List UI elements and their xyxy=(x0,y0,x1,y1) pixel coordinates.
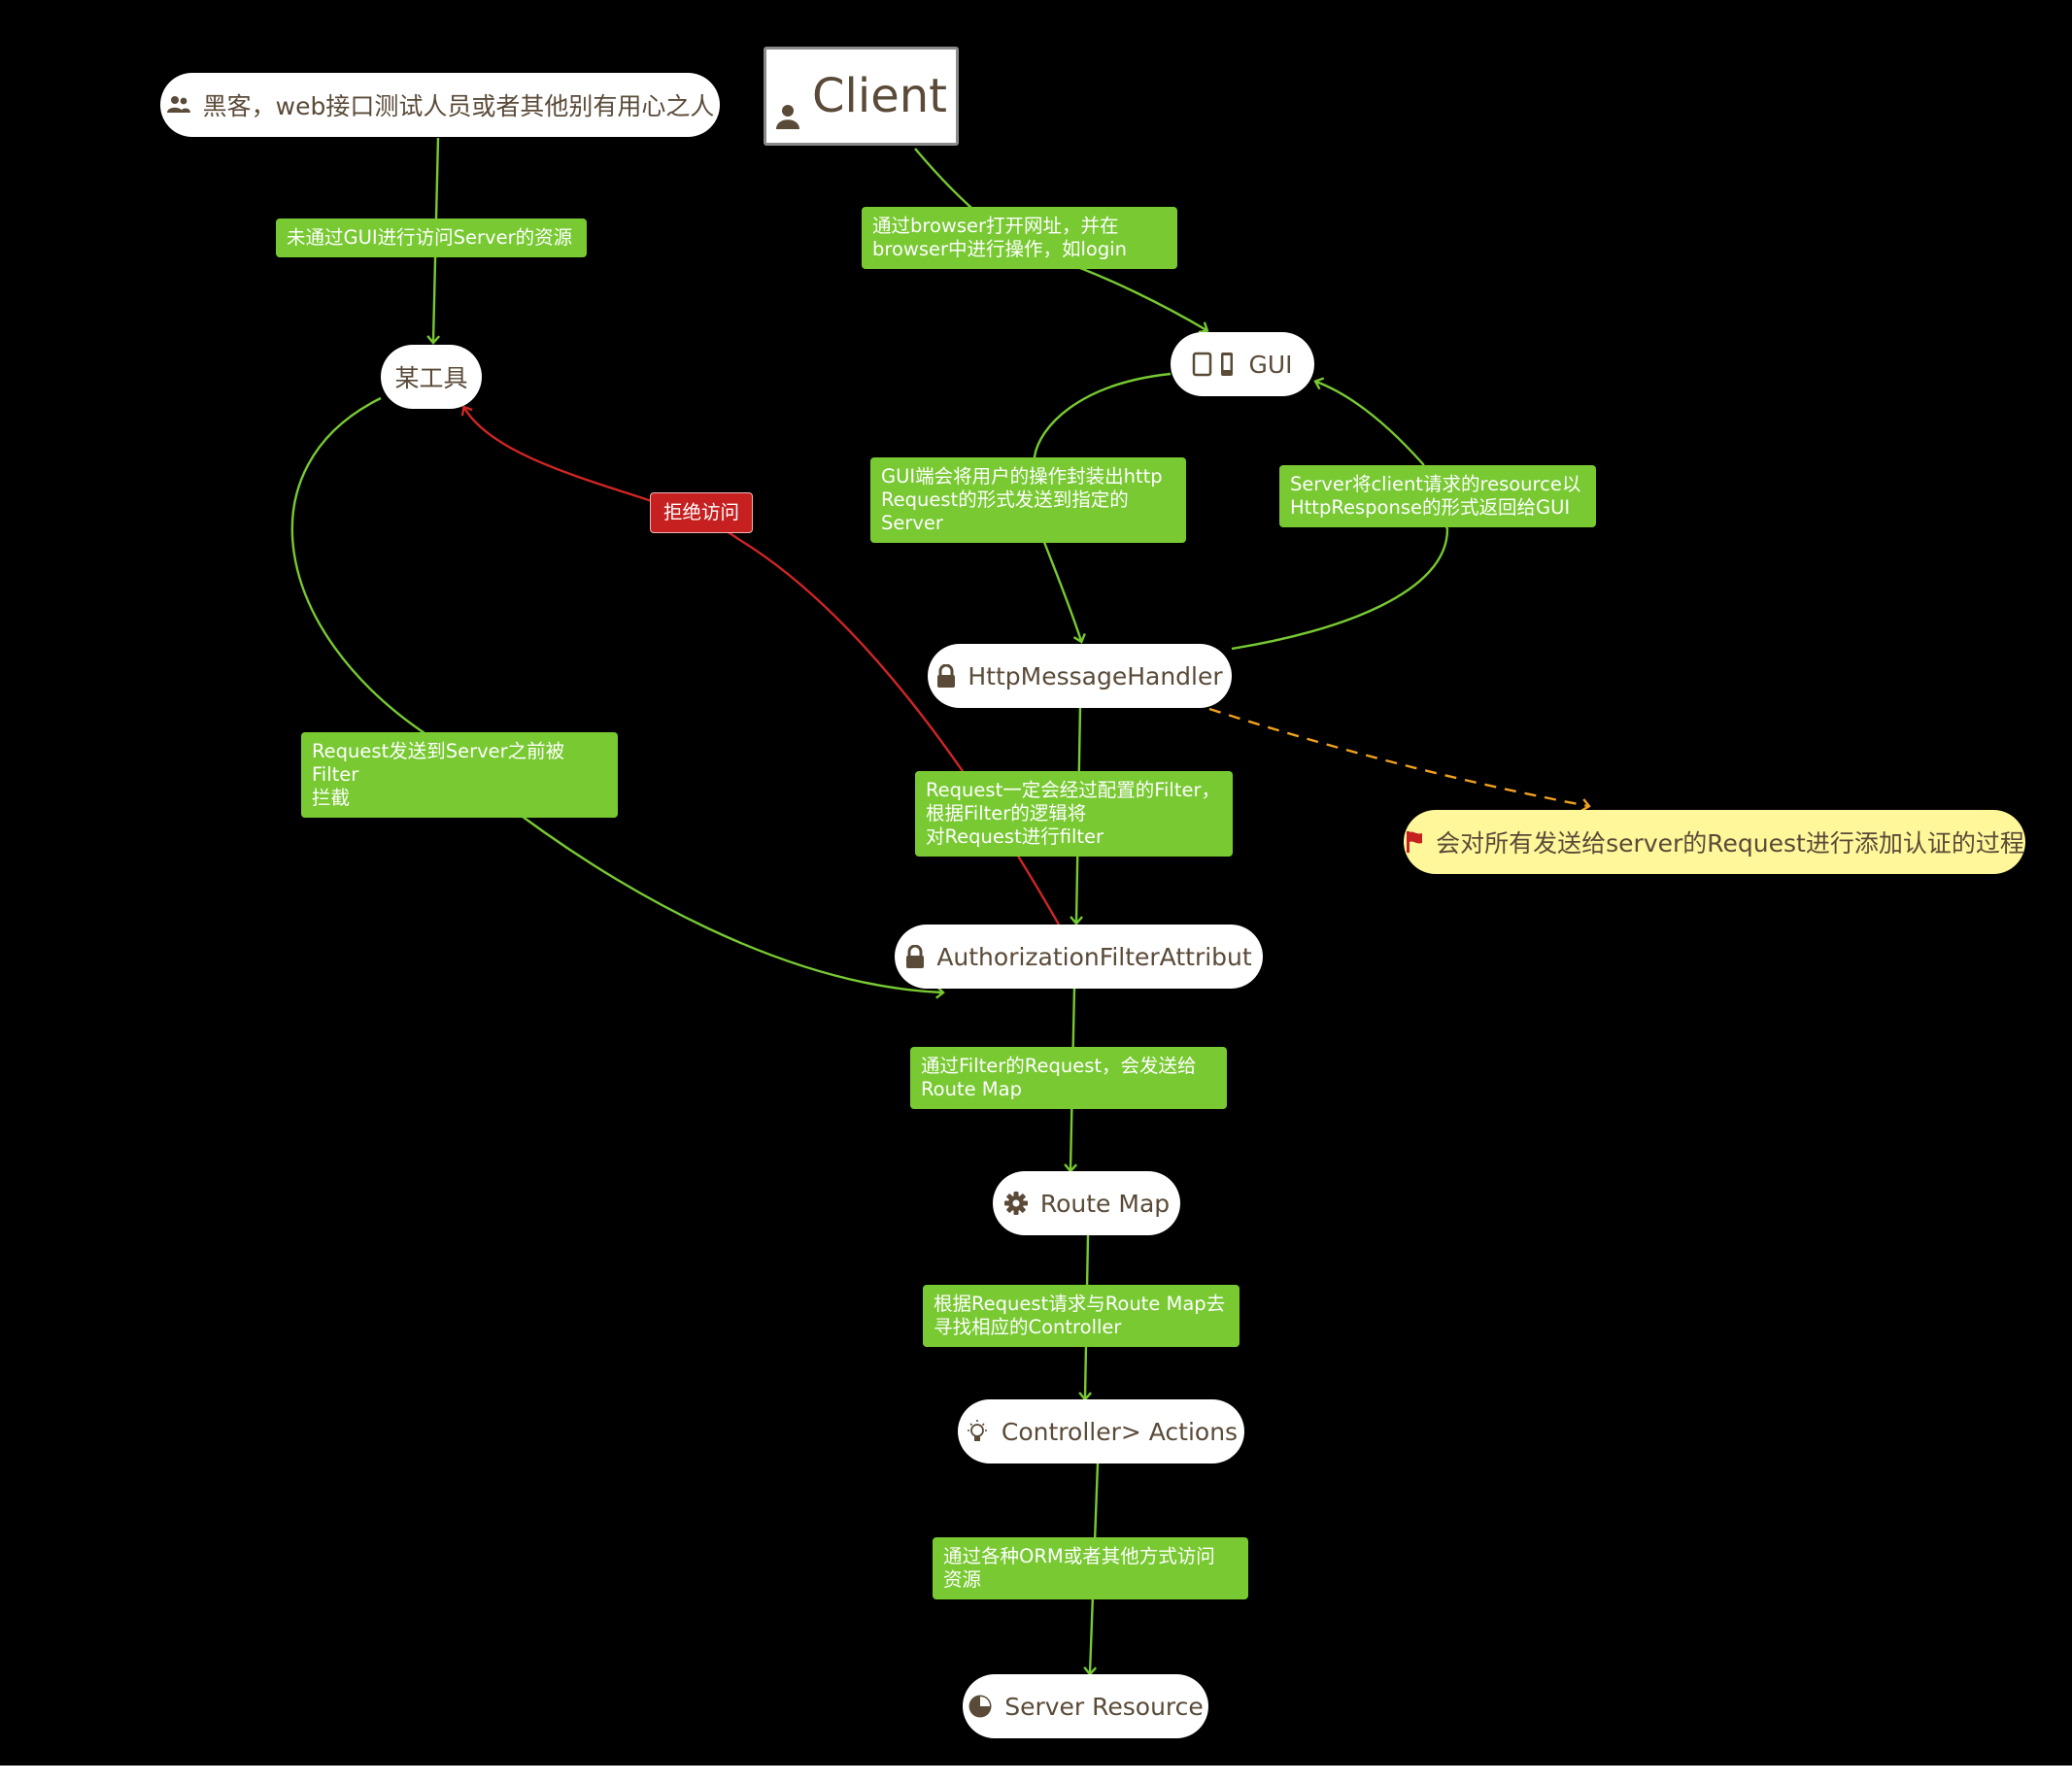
node-http-handler-label: HttpMessageHandler xyxy=(968,661,1223,690)
edge-tool-filter xyxy=(290,396,945,999)
node-note-label: 会对所有发送给server的Request进行添加认证的过程 xyxy=(1436,829,2024,858)
label-hacker-to-tool: 未通过GUI进行访问Server的资源 xyxy=(276,219,587,257)
label-filter-to-route: 通过Filter的Request，会发送给 Route Map xyxy=(910,1047,1227,1109)
node-note[interactable]: 会对所有发送给server的Request进行添加认证的过程 xyxy=(1404,810,2025,874)
edge-gui-handler xyxy=(1033,372,1172,644)
node-route-map[interactable]: Route Map xyxy=(993,1171,1180,1235)
label-handler-to-gui: Server将client请求的resource以 HttpResponse的形… xyxy=(1279,465,1596,527)
node-hacker[interactable]: 黑客，web接口测试人员或者其他别有用心之人 xyxy=(160,73,720,137)
node-server-resource[interactable]: Server Resource xyxy=(963,1674,1208,1738)
tablet-phone-icon xyxy=(1192,352,1237,377)
edge-handler-gui xyxy=(1231,377,1449,651)
node-route-map-label: Route Map xyxy=(1039,1189,1171,1218)
user-icon xyxy=(775,104,800,129)
label-handler-to-filter: Request一定会经过配置的Filter， 根据Filter的逻辑将 对Req… xyxy=(915,771,1233,857)
node-auth-filter[interactable]: AuthorizationFilterAttribut xyxy=(895,925,1263,989)
node-tool[interactable]: 某工具 xyxy=(381,345,482,409)
lightbulb-icon xyxy=(965,1419,990,1444)
gear-icon xyxy=(1003,1191,1029,1216)
node-client[interactable]: Client xyxy=(764,47,959,146)
label-controller-to-resource: 通过各种ORM或者其他方式访问 资源 xyxy=(933,1537,1248,1599)
node-server-resource-label: Server Resource xyxy=(1004,1692,1204,1721)
node-gui-label: GUI xyxy=(1248,350,1293,379)
flag-icon xyxy=(1405,830,1424,854)
node-controller[interactable]: Controller> Actions xyxy=(958,1399,1244,1463)
label-route-to-controller: 根据Request请求与Route Map去 寻找相应的Controller xyxy=(923,1285,1240,1347)
label-tool-to-filter: Request发送到Server之前被Filter 拦截 xyxy=(301,732,618,818)
label-gui-to-handler: GUI端会将用户的操作封装出http Request的形式发送到指定的 Serv… xyxy=(870,457,1186,543)
label-reject: 拒绝访问 xyxy=(650,492,753,533)
node-hacker-label: 黑客，web接口测试人员或者其他别有用心之人 xyxy=(202,92,715,120)
users-icon xyxy=(166,95,191,115)
label-client-to-gui: 通过browser打开网址，并在 browser中进行操作，如login xyxy=(862,207,1177,269)
pie-chart-icon xyxy=(968,1694,993,1719)
node-http-handler[interactable]: HttpMessageHandler xyxy=(928,644,1232,708)
node-controller-label: Controller> Actions xyxy=(1001,1417,1239,1446)
node-client-label: Client xyxy=(812,69,947,123)
lock-icon xyxy=(936,664,956,688)
lock-icon xyxy=(905,945,925,968)
node-gui[interactable]: GUI xyxy=(1171,332,1314,396)
edge-note xyxy=(1208,707,1591,812)
node-tool-label: 某工具 xyxy=(394,364,468,392)
node-auth-filter-label: AuthorizationFilterAttribut xyxy=(936,942,1252,971)
